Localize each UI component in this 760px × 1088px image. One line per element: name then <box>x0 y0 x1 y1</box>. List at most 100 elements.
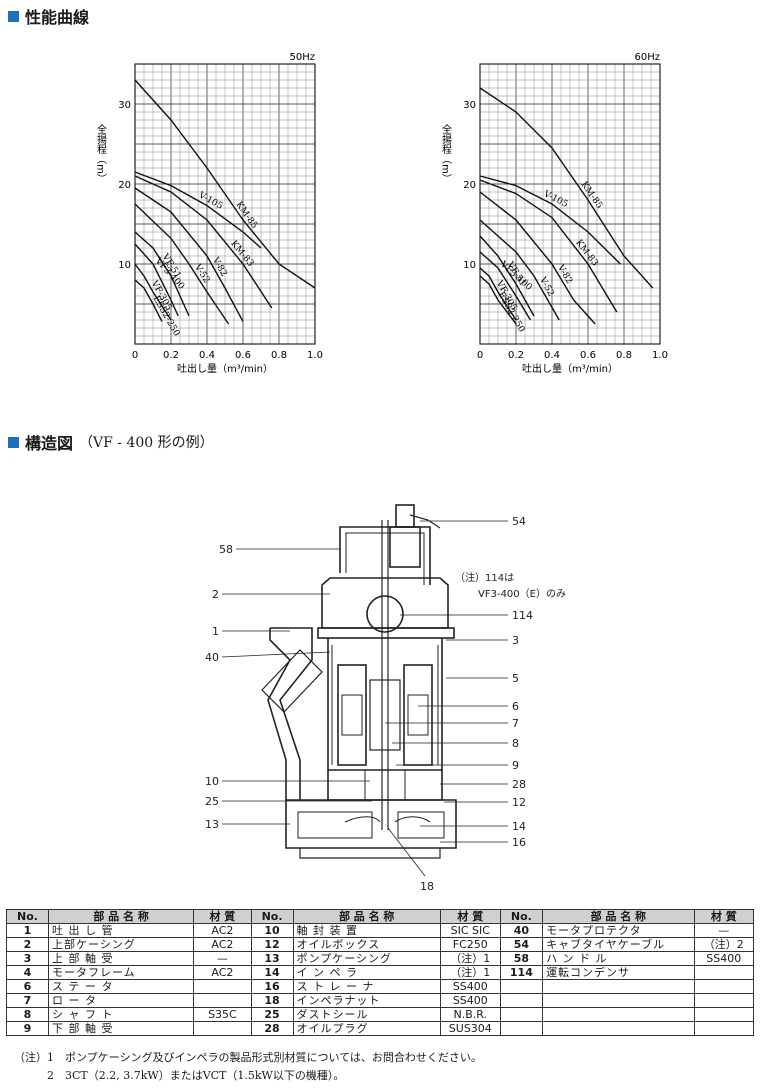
diagram-note-line1: （注）114は <box>455 571 514 584</box>
part-material: SS400 <box>693 951 755 966</box>
performance-section-title: 性能曲線 <box>8 4 89 28</box>
label-12: 12 <box>512 796 526 809</box>
series-line-ess2-250 <box>479 275 517 325</box>
table-header-row: No. 部 品 名 称 材 質 No. 部 品 名 称 材 質 No. 部 品 … <box>6 909 755 924</box>
label-58: 58 <box>219 543 233 556</box>
part-number: 10 <box>250 923 294 938</box>
part-number: 18 <box>250 993 294 1008</box>
chart-title: 50Hz <box>290 52 316 63</box>
x-axis-label: 吐出し量（m³/min） <box>522 362 618 375</box>
bullet-square-icon <box>8 10 19 22</box>
part-number: 2 <box>6 937 49 952</box>
y-tick-label: 30 <box>118 100 131 111</box>
x-axis-label: 吐出し量（m³/min） <box>177 362 273 375</box>
series-label: KM-85 <box>234 200 260 231</box>
part-material: SIC SIC <box>439 923 501 938</box>
part-material: — <box>193 951 252 966</box>
part-number: 40 <box>499 923 544 938</box>
series-line-v-105 <box>134 171 262 249</box>
y-axis-label: 全揚程（m） <box>95 123 107 184</box>
part-name: モータプロテクタ <box>542 923 695 938</box>
part-name: オイルプラグ <box>292 1021 441 1036</box>
label-8: 8 <box>512 737 519 750</box>
series-line-v-52 <box>479 219 560 321</box>
part-material <box>693 993 755 1008</box>
x-tick-label: 0.4 <box>544 350 560 361</box>
series-line-vf-305 <box>134 263 172 321</box>
part-material: AC2 <box>193 965 252 980</box>
part-number <box>499 993 544 1008</box>
part-name: モータフレーム <box>47 965 195 980</box>
x-tick-label: 0.8 <box>616 350 632 361</box>
part-number: 6 <box>6 979 49 994</box>
header-material: 材 質 <box>439 909 501 924</box>
part-name: ス ト レ ー ナ <box>292 979 441 994</box>
cable-gland-shape <box>395 504 415 528</box>
part-material: AC2 <box>193 923 252 938</box>
part-name: 吐 出 し 管 <box>47 923 195 938</box>
header-no: No. <box>499 909 544 924</box>
part-name: ロ ー タ <box>47 993 195 1008</box>
part-name: ポンプケーシング <box>292 951 441 966</box>
part-number: 4 <box>6 965 49 980</box>
part-number <box>499 1021 544 1036</box>
label-16: 16 <box>512 836 526 849</box>
parts-table: No. 部 品 名 称 材 質 No. 部 品 名 称 材 質 No. 部 品 … <box>6 909 755 1036</box>
label-7: 7 <box>512 717 519 730</box>
y-tick-label: 20 <box>118 180 131 191</box>
series-line-v-52 <box>134 203 230 325</box>
x-tick-label: 0.8 <box>271 350 287 361</box>
capacitor-shape <box>366 595 404 633</box>
label-18: 18 <box>420 880 434 893</box>
rotor-shape <box>369 679 401 751</box>
part-material <box>193 979 252 994</box>
grid-lines <box>134 63 316 345</box>
part-name: オイルボックス <box>292 937 441 952</box>
part-number: 13 <box>250 951 294 966</box>
part-material: （注）1 <box>439 965 501 980</box>
y-tick-label: 10 <box>118 260 131 271</box>
shaft-shape <box>381 520 389 830</box>
chart-title: 60Hz <box>635 52 661 63</box>
part-name <box>542 993 695 1008</box>
plot-frame <box>479 63 661 345</box>
label-114: 114 <box>512 609 533 622</box>
label-5: 5 <box>512 672 519 685</box>
part-name: キャブタイヤケーブル <box>542 937 695 952</box>
x-tick-label: 1.0 <box>652 350 668 361</box>
part-material <box>693 965 755 980</box>
series-line-km-85 <box>479 87 654 289</box>
label-54: 54 <box>512 515 526 528</box>
part-material <box>693 1007 755 1022</box>
structure-section-title: 構造図 （VF - 400 形の例） <box>8 430 214 454</box>
part-name: インペラナット <box>292 993 441 1008</box>
y-tick-label: 30 <box>463 100 476 111</box>
label-14: 14 <box>512 820 526 833</box>
series-line-vf-51 <box>479 235 535 317</box>
part-number: 14 <box>250 965 294 980</box>
series-line-vf-51 <box>134 231 190 317</box>
label-1: 1 <box>212 625 219 638</box>
part-material: S35C <box>193 1007 252 1022</box>
diagram-note-line2: VF3-400（E）のみ <box>478 588 566 600</box>
series-line-km-85 <box>134 79 316 289</box>
part-number: 25 <box>250 1007 294 1022</box>
part-material: SS400 <box>439 993 501 1008</box>
y-axis-label: 全揚程（m） <box>440 123 452 184</box>
part-name: ハ ン ド ル <box>542 951 695 966</box>
y-tick-label: 20 <box>463 180 476 191</box>
part-name: 上部ケーシング <box>47 937 195 952</box>
bullet-square-icon <box>8 436 19 448</box>
part-name: ス テ ー タ <box>47 979 195 994</box>
series-line-v-82 <box>134 187 244 322</box>
footnote-1: （注）1 ポンプケーシング及びインペラの製品形式別材質については、お問合わせくだ… <box>14 1051 482 1064</box>
series-line-v-105 <box>479 175 621 265</box>
series-line-vf3-400 <box>134 243 179 317</box>
header-name: 部 品 名 称 <box>292 909 441 924</box>
header-name: 部 品 名 称 <box>47 909 195 924</box>
